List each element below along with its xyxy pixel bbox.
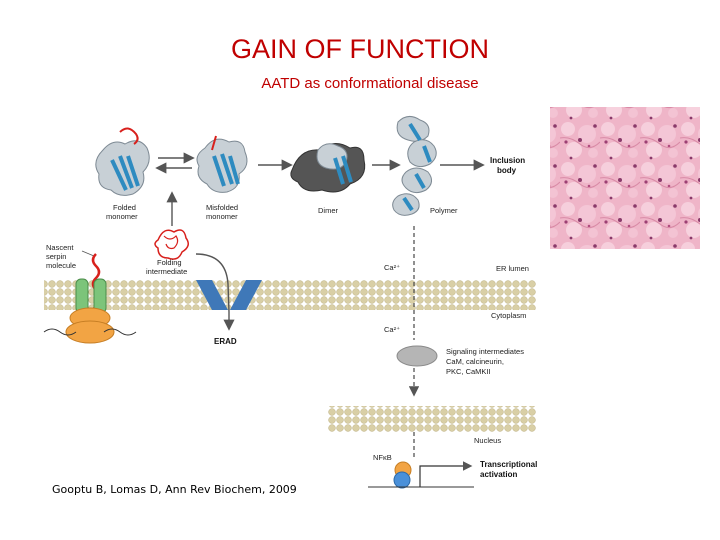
er-membrane	[44, 280, 536, 310]
slide-title: GAIN OF FUNCTION	[231, 34, 489, 64]
nfkb-label: NFκB	[373, 453, 392, 462]
folded-monomer-label: Folded monomer	[106, 203, 138, 221]
nascent-pointer	[81, 250, 95, 257]
misfolded-monomer-structure	[196, 135, 248, 193]
nuclear-membrane	[328, 406, 536, 432]
folded-monomer-structure	[95, 127, 150, 196]
erad-path	[195, 253, 230, 313]
nfkb-subunit-blue	[393, 471, 411, 489]
erad-channel-left	[196, 280, 228, 310]
nucleus-label: Nucleus	[474, 436, 501, 445]
misfolded-monomer-label: Misfolded monomer	[206, 203, 240, 221]
citation: Gooptu B, Lomas D, Ann Rev Biochem, 2009	[52, 483, 297, 496]
transcription-arrow	[419, 461, 473, 487]
dimer-label: Dimer	[318, 206, 339, 215]
dimer-structure	[290, 143, 366, 193]
inclusion-body-label: Inclusion body	[490, 156, 527, 175]
erad-label: ERAD	[214, 337, 237, 346]
transcriptional-activation-label: Transcriptional activation	[480, 460, 540, 479]
mrna	[43, 328, 137, 336]
polymer-label: Polymer	[430, 206, 458, 215]
ca-cyto-label: Ca²⁺	[384, 325, 400, 334]
er-lumen-label: ER lumen	[496, 264, 529, 273]
ribosome-bottom	[65, 320, 115, 344]
signaling-blob	[396, 345, 438, 367]
slide-subtitle: AATD as conformational disease	[261, 75, 479, 92]
ca-er-label: Ca²⁺	[384, 263, 400, 272]
histology-image	[550, 107, 700, 249]
folding-intermediate-label: Folding intermediate	[146, 258, 187, 276]
polymer-structure	[392, 116, 437, 216]
erad-channel-right	[230, 280, 262, 310]
signaling-label: Signaling intermediates CaM, calcineurin…	[446, 347, 526, 376]
folding-intermediate-structure	[154, 229, 189, 260]
cytoplasm-label: Cytoplasm	[491, 311, 526, 320]
nascent-serpin-label: Nascent serpin molecule	[46, 243, 76, 270]
